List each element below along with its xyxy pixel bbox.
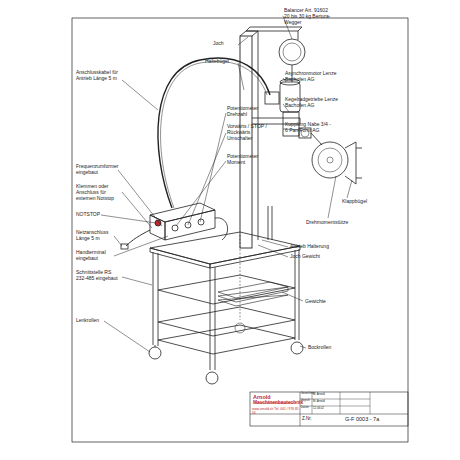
- part-label: Gewichte: [305, 299, 339, 305]
- title-block-text: 12.06.02: [313, 407, 340, 410]
- title-block-text: Geprüft: [301, 400, 312, 403]
- part-label: Bockrollen: [308, 345, 342, 351]
- part-label: Balancer Art. 91602 20 bis 30 kg Bertura…: [284, 8, 332, 25]
- part-label: Klemmen oder Anschluss für externen Nots…: [76, 184, 122, 201]
- part-label: Kupplung Nabe 3/4 - 6 Pan Form AG: [285, 122, 333, 134]
- part-label: Potentiometer Moment: [227, 154, 267, 166]
- title-block-text: www.arnold.ch Tel. 061 / 976 85 54: [252, 408, 300, 416]
- title-block-text: Gezeichnet: [301, 393, 312, 396]
- title-block-text: Z.Nr.: [302, 416, 322, 421]
- part-label: Schnittstelle RS 232-485 eingebaut: [76, 270, 122, 282]
- part-label: Kegelradgetriebe Lenze Bachofen AG: [285, 97, 345, 109]
- part-label: Joch: [213, 41, 237, 47]
- part-label: Frequenzumformer eingebaut: [76, 164, 118, 176]
- part-label: Asynchronmotor Lenze Bachofen AG: [285, 71, 343, 83]
- title-block-text: Datum: [301, 407, 312, 410]
- title-block-text: Maschinenbautechnik: [253, 400, 300, 406]
- part-label: Netzanschluss Länge 5 m: [76, 230, 116, 242]
- part-label: Klappbügel: [342, 199, 378, 205]
- part-label: Antrieb Halterung: [290, 244, 336, 250]
- title-block-text: M. Arnold: [313, 393, 340, 396]
- part-label: NOTSTOP: [76, 212, 106, 218]
- part-label: Handterminal eingebaut: [76, 250, 116, 262]
- title-block-text: M. Arnold: [313, 400, 340, 403]
- part-label: Anschlusskabel für Antrieb Länge 5 m: [76, 70, 122, 82]
- part-label: Vorwärts / STOP / Rückwärts Umschalter: [227, 124, 275, 141]
- title-block-text: Arnold: [253, 394, 298, 400]
- part-label: Lenkrollen: [76, 318, 106, 324]
- title-block-text: G-F 0003 - 7a: [345, 416, 405, 422]
- part-label: Drehmomentstütze: [306, 220, 356, 226]
- part-label: Joch Gewicht: [290, 254, 330, 260]
- part-label: Haltebügel: [205, 59, 237, 65]
- part-label: Potentiometer Drehzahl: [227, 106, 267, 118]
